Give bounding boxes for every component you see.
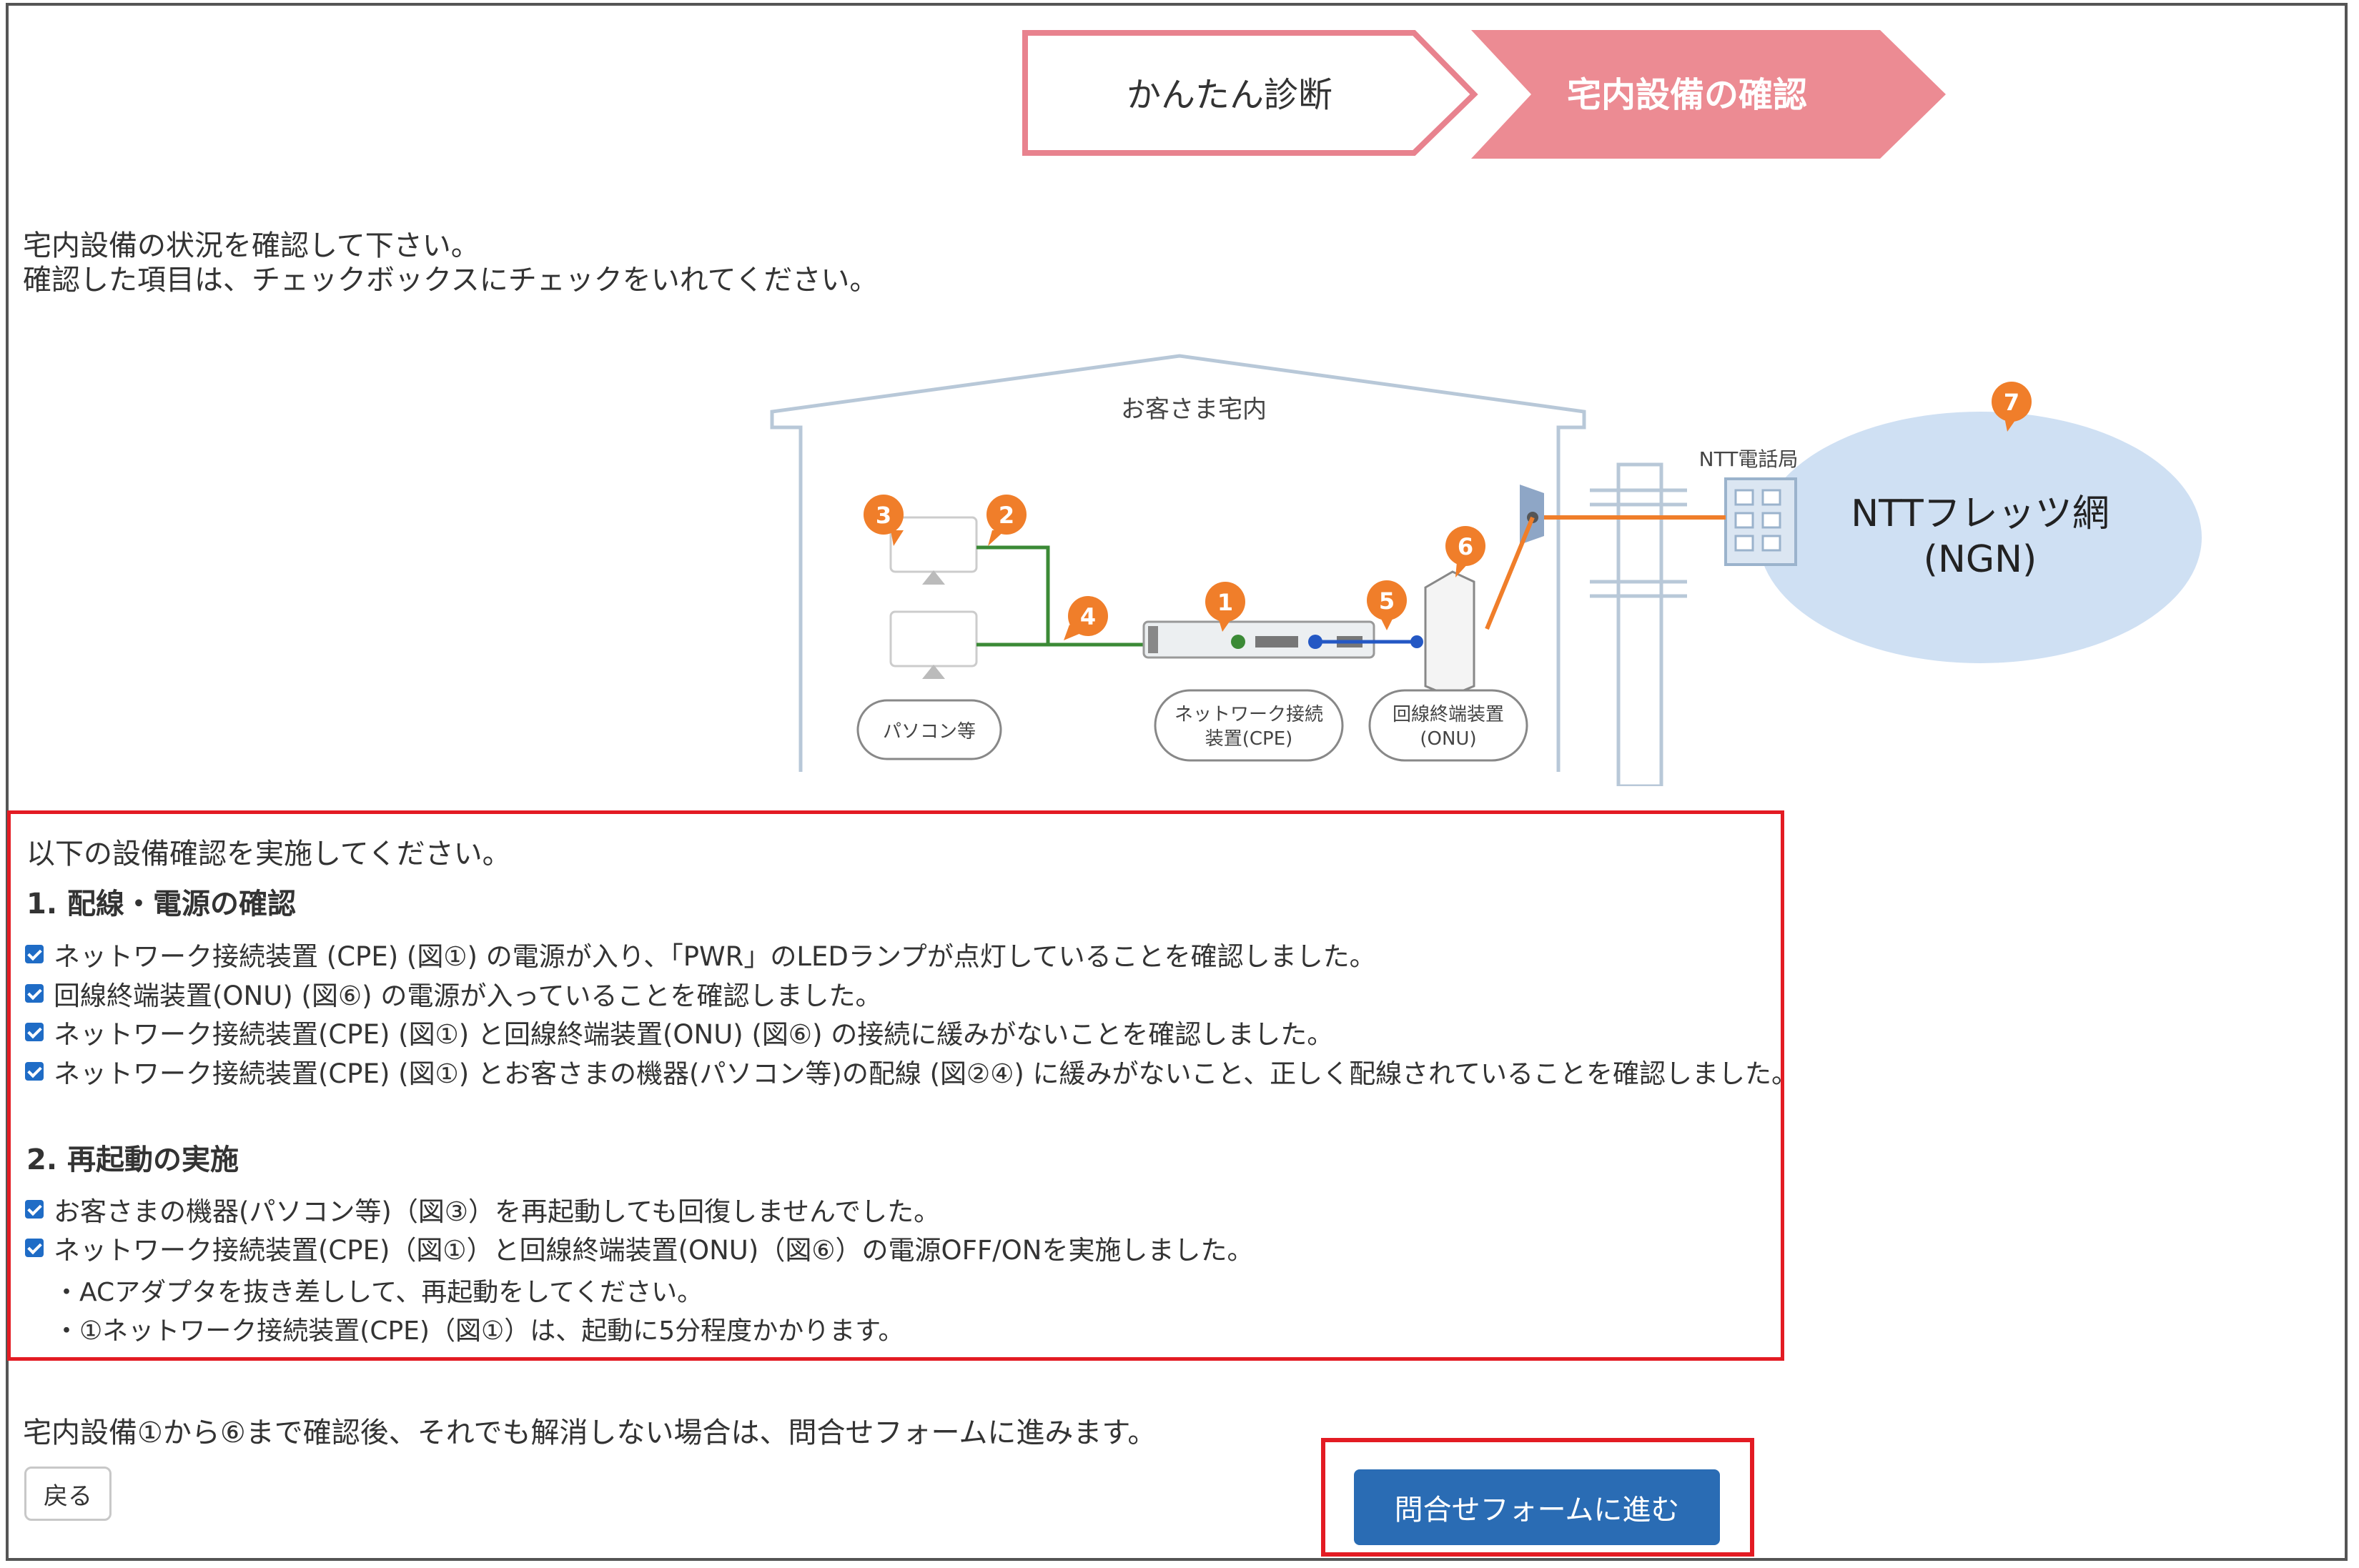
lan-cable-upper <box>976 545 1050 645</box>
step-2-label: 宅内設備の確認 <box>1566 75 1807 115</box>
diagram-svg: お客さま宅内 NTTフレッツ網 (NGN) NTT電話局 <box>770 354 2202 788</box>
step-2-arrow <box>1471 30 1946 159</box>
cpe-label-1: ネットワーク接続 <box>1174 704 1323 725</box>
svg-text:1: 1 <box>1217 589 1233 616</box>
step-arrows <box>1022 30 1946 159</box>
check-label: ネットワーク接続装置(CPE) (図①) とお客さまの機器(パソコン等)の配線 … <box>54 1058 1798 1089</box>
fiber-cable-onu <box>1485 516 1535 630</box>
onu-device <box>1424 570 1475 698</box>
pc-label-box: パソコン等 <box>856 699 1002 760</box>
station-label: NTT電話局 <box>1699 447 1799 471</box>
onu-label-2: (ONU) <box>1420 728 1476 750</box>
step-1-arrow <box>1022 30 1478 156</box>
note-1: ・ACアダプタを抜き差しして、再起動をしてください。 <box>54 1278 703 1307</box>
cpe-device <box>1142 620 1375 659</box>
network-label-2: (NGN) <box>1924 538 2037 581</box>
checkbox-checked-icon[interactable] <box>25 1023 44 1041</box>
inquiry-form-button[interactable]: 問合せフォームに進む <box>1354 1469 1720 1545</box>
step-indicator: かんたん診断 宅内設備の確認 <box>0 0 2359 172</box>
check-intro: 以下の設備確認を実施してください。 <box>26 838 511 870</box>
check-label: ネットワーク接続装置(CPE) (図①) と回線終端装置(ONU) (図⑥) の… <box>54 1019 1334 1050</box>
badge-1: 1 <box>1205 582 1245 632</box>
check-label: ネットワーク接続装置(CPE)（図①）と回線終端装置(ONU)（図⑥）の電源OF… <box>54 1235 1254 1266</box>
intro-line-2: 確認した項目は、チェックボックスにチェックをいれてください。 <box>23 264 879 297</box>
section-1-title: 1. 配線・電源の確認 <box>26 888 296 921</box>
check-label: お客さまの機器(パソコン等)（図③）を再起動しても回復しませんでした。 <box>54 1196 941 1227</box>
station-building-icon <box>1724 477 1797 566</box>
svg-text:2: 2 <box>999 502 1014 529</box>
badge-3: 3 <box>864 495 904 546</box>
next-button-highlight: 問合せフォームに進む <box>1321 1438 1754 1557</box>
checkbox-checked-icon[interactable] <box>25 945 44 963</box>
pc-label: パソコン等 <box>883 721 976 743</box>
badge-2: 2 <box>986 495 1027 546</box>
equipment-diagram: お客さま宅内 NTTフレッツ網 (NGN) NTT電話局 <box>758 343 2216 788</box>
check-row-2[interactable]: 回線終端装置(ONU) (図⑥) の電源が入っていることを確認しました。 <box>25 977 882 1011</box>
network-label-1: NTTフレッツ網 <box>1851 492 2110 535</box>
ngn-cloud <box>1759 412 2202 663</box>
cpe-label-box: ネットワーク接続 装置(CPE) <box>1154 689 1344 762</box>
house-outline <box>770 354 1586 772</box>
check-row-1[interactable]: ネットワーク接続装置 (CPE) (図①) の電源が入り、「PWR」のLEDラン… <box>25 938 1376 972</box>
back-button[interactable]: 戻る <box>24 1467 112 1521</box>
footer-note: 宅内設備①から⑥まで確認後、それでも解消しない場合は、問合せフォームに進みます。 <box>23 1416 1157 1449</box>
check-row-5[interactable]: お客さまの機器(パソコン等)（図③）を再起動しても回復しませんでした。 <box>25 1193 941 1227</box>
badge-5: 5 <box>1367 580 1407 630</box>
checkbox-checked-icon[interactable] <box>25 1200 44 1219</box>
house-label: お客さま宅内 <box>1121 395 1267 424</box>
svg-text:6: 6 <box>1458 533 1473 560</box>
check-row-3[interactable]: ネットワーク接続装置(CPE) (図①) と回線終端装置(ONU) (図⑥) の… <box>25 1016 1334 1050</box>
check-label: 回線終端装置(ONU) (図⑥) の電源が入っていることを確認しました。 <box>54 981 882 1011</box>
svg-text:3: 3 <box>876 502 891 529</box>
intro-line-1: 宅内設備の状況を確認して下さい。 <box>23 229 480 262</box>
checkbox-checked-icon[interactable] <box>25 984 44 1003</box>
note-2: ・①ネットワーク接続装置(CPE)（図①）は、起動に5分程度かかります。 <box>54 1316 904 1346</box>
utility-pole <box>1590 462 1687 788</box>
onu-label-1: 回線終端装置 <box>1393 704 1504 725</box>
pc-lower <box>889 610 978 679</box>
check-row-4[interactable]: ネットワーク接続装置(CPE) (図①) とお客さまの機器(パソコン等)の配線 … <box>25 1055 1798 1089</box>
page-frame <box>6 3 2348 1561</box>
checkbox-checked-icon[interactable] <box>25 1239 44 1257</box>
cpe-label-2: 装置(CPE) <box>1205 728 1293 750</box>
section-2-title: 2. 再起動の実施 <box>26 1143 239 1176</box>
badge-7: 7 <box>1992 382 2032 432</box>
step-1-label: かんたん診断 <box>1126 75 1332 115</box>
check-row-6[interactable]: ネットワーク接続装置(CPE)（図①）と回線終端装置(ONU)（図⑥）の電源OF… <box>25 1231 1254 1266</box>
badge-6: 6 <box>1445 526 1485 577</box>
pc-upper <box>889 516 978 585</box>
equipment-check-section: 以下の設備確認を実施してください。 1. 配線・電源の確認 ネットワーク接続装置… <box>7 810 1798 1361</box>
svg-text:7: 7 <box>2004 389 2019 416</box>
check-label: ネットワーク接続装置 (CPE) (図①) の電源が入り、「PWR」のLEDラン… <box>54 941 1376 972</box>
onu-label-box: 回線終端装置 (ONU) <box>1368 689 1528 762</box>
badge-4: 4 <box>1064 596 1108 640</box>
svg-text:4: 4 <box>1080 603 1096 630</box>
checkbox-checked-icon[interactable] <box>25 1062 44 1081</box>
svg-text:5: 5 <box>1379 587 1395 615</box>
